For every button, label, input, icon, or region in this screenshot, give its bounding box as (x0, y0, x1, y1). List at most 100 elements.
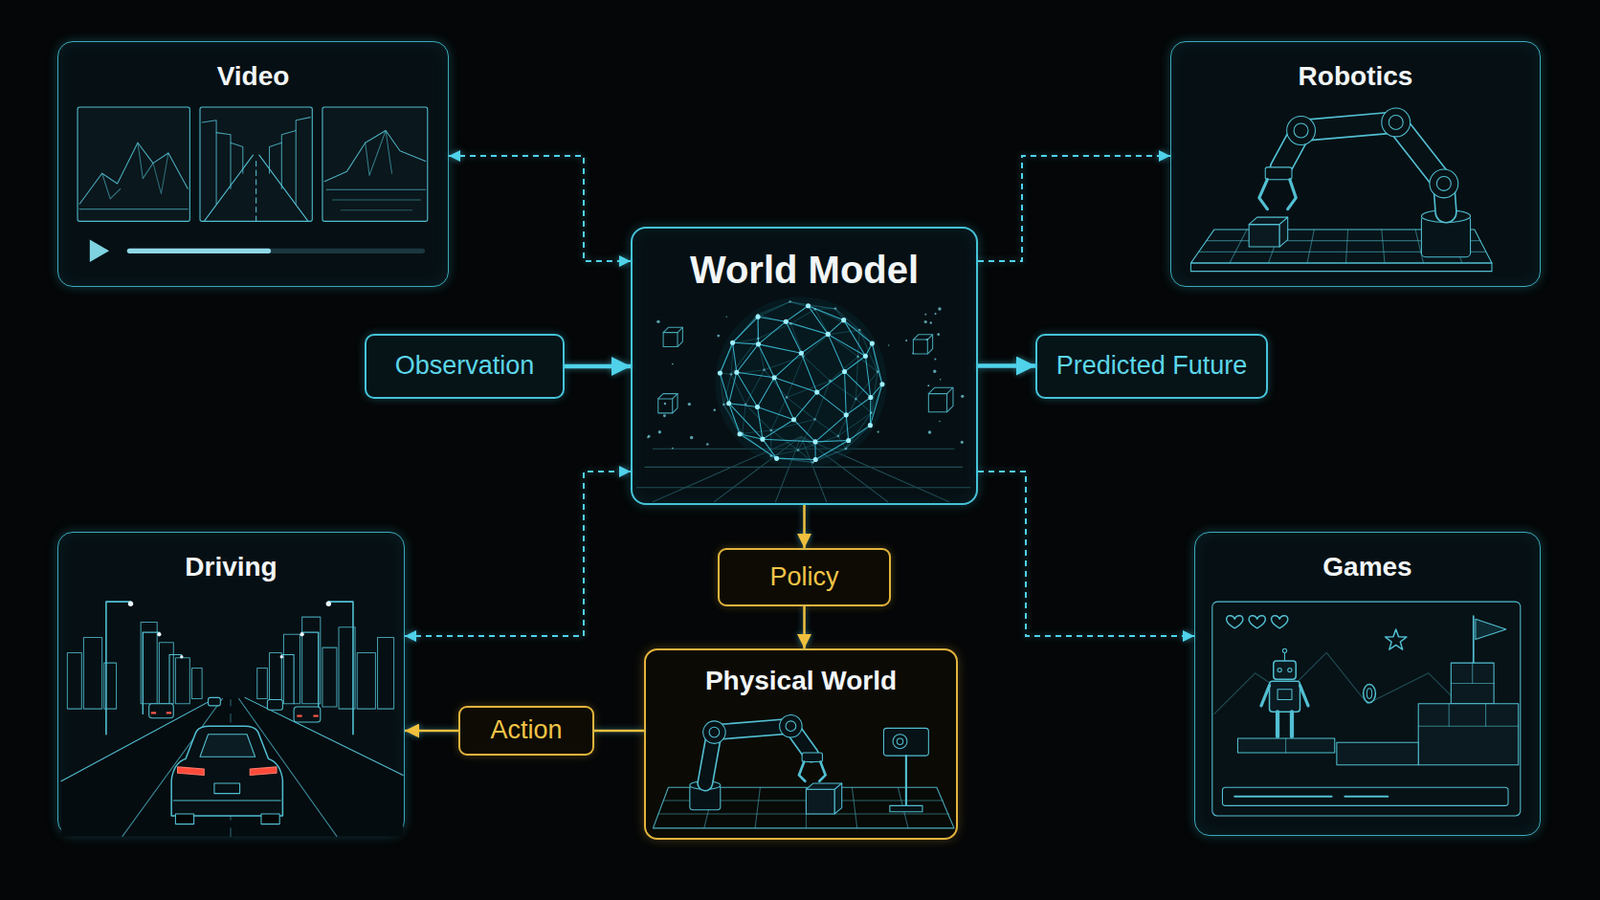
mesh-node (876, 370, 880, 374)
illustrations (61, 107, 1521, 837)
particle (716, 334, 720, 338)
mesh-edge (790, 323, 829, 334)
video-thumbnails (216, 133, 231, 190)
physical-world-scene (905, 755, 908, 806)
driving-scene (140, 622, 157, 704)
physical-world-scene (709, 727, 720, 738)
mesh-edge (719, 342, 733, 374)
mesh-edge (800, 353, 817, 393)
mesh-edge (757, 316, 786, 322)
node-title: Predicted Future (1056, 351, 1248, 381)
game-screen-scene (1284, 652, 1286, 662)
game-screen-scene (1288, 667, 1292, 672)
mesh-edge (756, 314, 758, 317)
particle (647, 435, 651, 439)
connector-arrow (404, 730, 459, 734)
world-model-art (912, 339, 928, 355)
mesh-edge (733, 316, 759, 343)
game-screen-scene (1222, 787, 1509, 806)
particle (960, 441, 964, 445)
world-model-art (658, 394, 678, 400)
node-title: Physical World (705, 666, 897, 697)
game-screen-scene (1277, 689, 1292, 701)
mesh-node (730, 373, 734, 377)
particle (888, 344, 889, 346)
node-title: Games (1322, 552, 1412, 583)
mesh-edge (845, 441, 849, 450)
mesh-node (785, 396, 789, 400)
mesh-edge (757, 344, 775, 378)
game-screen-scene (1450, 683, 1494, 685)
mesh-edge (777, 458, 814, 463)
game-screen-scene (1418, 704, 1519, 766)
mesh-edge (808, 306, 836, 310)
mesh-edge (785, 321, 801, 354)
mesh-node (717, 371, 723, 377)
world-model-art (927, 334, 933, 355)
mesh-edge (733, 342, 737, 373)
connector-arrow (594, 730, 645, 734)
mesh-edge (762, 439, 816, 443)
physical-world-scene (799, 762, 805, 782)
mesh-node (842, 369, 847, 375)
game-screen-scene (1212, 601, 1521, 817)
control-box: Policy (717, 548, 891, 607)
mesh-edge (855, 399, 871, 413)
particle (930, 321, 933, 324)
particle (934, 312, 937, 315)
mesh-edge (858, 330, 861, 357)
driving-scene (177, 767, 205, 777)
physical-world-scene (851, 787, 857, 829)
mesh-edge (812, 448, 845, 463)
mesh-edge (785, 321, 828, 334)
category-panel: Driving (57, 532, 405, 837)
game-screen-scene (1269, 681, 1301, 712)
node-title: World Model (689, 247, 919, 292)
game-screen-scene (1472, 616, 1475, 664)
driving-scene (151, 711, 156, 714)
world-model-art (652, 436, 801, 502)
robot-arm-scene (1388, 114, 1403, 130)
mesh-edge (855, 372, 878, 400)
mesh-node (730, 340, 735, 346)
mesh-node (813, 308, 817, 312)
world-model-art (672, 394, 678, 414)
mesh-edge (733, 342, 734, 344)
control-box: Action (458, 706, 595, 756)
game-screen-scene (1261, 686, 1270, 707)
particle (924, 313, 927, 316)
mesh-node (856, 355, 860, 358)
mesh-edge (762, 439, 778, 459)
world-model-art (928, 387, 954, 394)
mesh-node (789, 322, 793, 326)
particle (712, 409, 716, 413)
driving-scene (191, 667, 202, 699)
mesh-edge (817, 371, 845, 393)
mesh-node (733, 370, 739, 376)
physical-world-scene (805, 783, 842, 790)
robot-arm-scene (1280, 122, 1446, 213)
mesh-edge (790, 301, 836, 309)
video-thumbnails (79, 142, 188, 204)
mesh-edge (814, 419, 838, 436)
mesh-node (828, 379, 832, 383)
mesh-edge (719, 373, 724, 405)
driving-scene (158, 643, 174, 705)
game-screen-scene (1234, 796, 1332, 799)
driving-scene (175, 658, 190, 705)
mesh-edge (845, 413, 872, 450)
driving-scene (173, 800, 281, 802)
physical-world-scene (755, 787, 760, 829)
mesh-edge (829, 380, 856, 400)
video-thumbnails (77, 107, 190, 222)
mesh-edge (790, 301, 809, 306)
driving-scene (122, 698, 223, 837)
mesh-edge (828, 334, 859, 357)
mesh-edge (803, 334, 829, 357)
connector-arrow (977, 155, 1171, 262)
mesh-edge (771, 456, 814, 464)
video-thumbnails (201, 120, 217, 204)
world-model-art (775, 436, 801, 502)
node-title: Policy (769, 562, 839, 593)
mesh-node (788, 300, 792, 304)
